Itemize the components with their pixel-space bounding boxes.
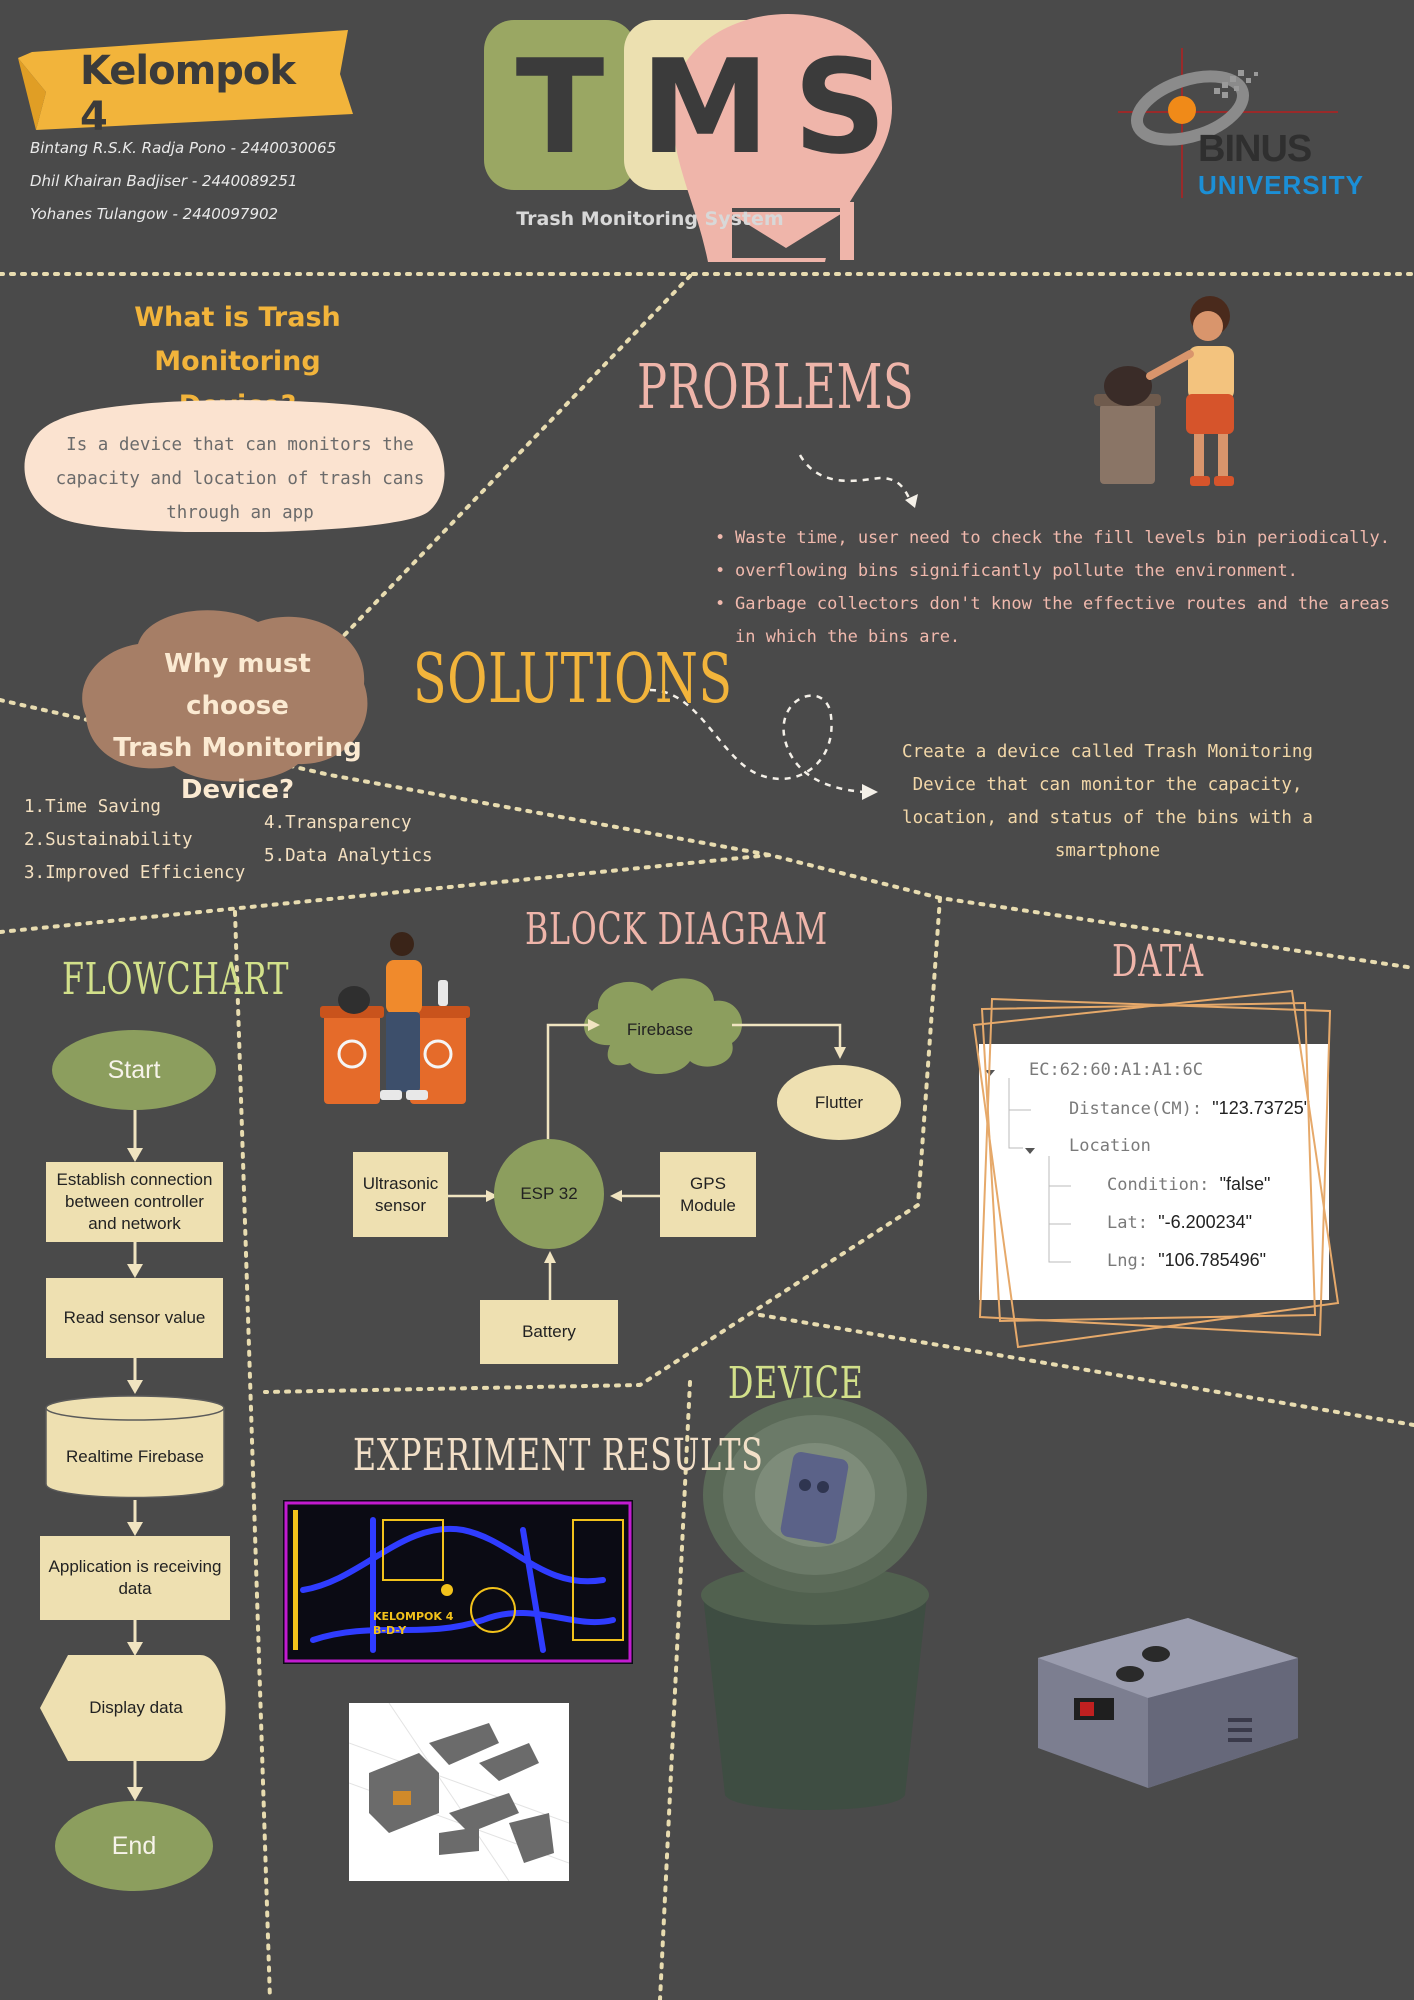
data-condition: Condition: "false" xyxy=(1107,1174,1270,1195)
member-2: Dhil Khairan Badjiser - 2440089251 xyxy=(30,172,298,190)
what-is-line1: Is a device that can monitors the xyxy=(66,435,414,455)
flowchart-step-firebase: Realtime Firebase xyxy=(66,1447,204,1466)
university-word: UNIVERSITY xyxy=(1198,170,1365,200)
what-is-title-line1: What is Trash xyxy=(134,302,341,333)
group-name: Kelompok 4 xyxy=(80,48,296,140)
what-is-body: Is a device that can monitors the capaci… xyxy=(45,428,435,530)
member-3: Yohanes Tulangow - 2440097902 xyxy=(30,205,279,223)
bd-firebase: Firebase xyxy=(626,1020,694,1039)
solutions-line4: smartphone xyxy=(1054,841,1161,861)
lat-key: Lat: xyxy=(1107,1213,1159,1233)
bd-ultrasonic: Ultrasonic sensor xyxy=(353,1152,448,1237)
data-lat: Lat: "-6.200234" xyxy=(1107,1212,1252,1233)
problems-title: PROBLEMS xyxy=(637,350,915,423)
condition-key: Condition: xyxy=(1107,1175,1220,1195)
reason-5: 5.Data Analytics xyxy=(264,846,433,866)
why-line3: Device? xyxy=(180,775,295,805)
group-banner xyxy=(18,30,353,130)
lat-value: "-6.200234" xyxy=(1158,1212,1253,1232)
flowchart-database-shape xyxy=(45,1395,225,1498)
solutions-line1: Create a device called Trash Monitoring xyxy=(902,742,1313,762)
problem-item-2: overflowing bins significantly pollute t… xyxy=(715,555,1395,588)
flowchart-step-app: Application is receiving data xyxy=(40,1536,230,1620)
lng-value: "106.785496" xyxy=(1158,1250,1267,1270)
member-list: Bintang R.S.K. Radja Pono - 2440030065 D… xyxy=(30,132,336,231)
distance-value: "123.73725" xyxy=(1212,1098,1311,1118)
what-is-line2: capacity and location of trash cans xyxy=(55,469,425,489)
experiment-title: EXPERIMENT RESULTS xyxy=(353,1430,764,1481)
data-title: DATA xyxy=(1112,936,1204,987)
why-line1: Why must choose xyxy=(164,649,311,721)
flowchart-display-shape xyxy=(40,1655,226,1761)
firebase-data-panel: EC:62:60:A1:A1:6C Distance(CM): "123.737… xyxy=(979,1044,1329,1300)
cad-parts-image xyxy=(349,1703,569,1881)
logo-letter-s: S xyxy=(793,31,887,183)
block-diagram-connectors xyxy=(448,978,846,1301)
why-reasons-col1: 1.Time Saving 2.Sustainability 3.Improve… xyxy=(24,791,245,890)
data-distance: Distance(CM): "123.73725" xyxy=(1069,1098,1310,1119)
data-lng: Lng: "106.785496" xyxy=(1107,1250,1266,1271)
what-is-line3: through an app xyxy=(166,503,314,523)
solutions-line2: Device that can monitor the capacity, xyxy=(912,775,1303,795)
logo-subtitle: Trash Monitoring System xyxy=(516,208,784,230)
reason-1: 1.Time Saving xyxy=(24,797,161,817)
flow-arrow-icon xyxy=(127,1620,143,1656)
lng-key: Lng: xyxy=(1107,1251,1159,1271)
bd-gps: GPS Module xyxy=(660,1152,756,1237)
flow-arrow-icon xyxy=(127,1500,143,1536)
flow-arrow-icon xyxy=(127,1242,143,1278)
trash-bin-device-photo xyxy=(701,1397,929,1810)
pcb-layout-image: KELOMPOK 4 B-D-Y xyxy=(283,1500,633,1664)
problem-item-3: Garbage collectors don't know the effect… xyxy=(715,588,1395,654)
logo-letter-t: T xyxy=(516,31,605,183)
data-root-key: EC:62:60:A1:A1:6C xyxy=(1029,1060,1203,1080)
what-is-cloud xyxy=(24,400,445,532)
why-reasons-col2: 4.Transparency 5.Data Analytics xyxy=(264,807,433,873)
pcb-label-line2: B-D-Y xyxy=(373,1624,407,1637)
bd-battery: Battery xyxy=(480,1300,618,1364)
kid-trash-illustration xyxy=(1094,296,1234,486)
solutions-text: Create a device called Trash Monitoring … xyxy=(890,736,1325,868)
flow-arrow-icon xyxy=(127,1110,143,1162)
why-cloud xyxy=(82,610,368,782)
pcb-label-line1: KELOMPOK 4 xyxy=(373,1610,454,1623)
flow-arrow-icon xyxy=(127,1761,143,1801)
tms-logo: T M S xyxy=(484,14,892,262)
flowchart-start: Start xyxy=(52,1030,216,1110)
member-1: Bintang R.S.K. Radja Pono - 2440030065 xyxy=(30,139,337,157)
distance-key: Distance(CM): xyxy=(1069,1099,1213,1119)
data-decorative-frames xyxy=(972,989,1340,1349)
condition-value: "false" xyxy=(1219,1174,1271,1194)
data-location-key: Location xyxy=(1069,1136,1151,1156)
block-diagram-title: BLOCK DIAGRAM xyxy=(525,904,828,955)
reason-2: 2.Sustainability xyxy=(24,830,193,850)
reason-3: 3.Improved Efficiency xyxy=(24,863,246,883)
solutions-line3: location, and status of the bins with a xyxy=(902,808,1313,828)
problem-item-1: Waste time, user need to check the fill … xyxy=(715,522,1395,555)
flowchart-end: End xyxy=(55,1801,213,1891)
logo-letter-m: M xyxy=(640,31,769,183)
bd-flutter: Flutter xyxy=(777,1065,901,1140)
flowchart-step-connect: Establish connection between controller … xyxy=(46,1162,223,1242)
flowchart-title: FLOWCHART xyxy=(62,954,290,1005)
university-name: BINUS xyxy=(1198,128,1312,170)
reason-4: 4.Transparency xyxy=(264,813,412,833)
sensor-module-photo xyxy=(1038,1618,1298,1788)
flowchart-step-read: Read sensor value xyxy=(46,1278,223,1358)
why-line2: Trash Monitoring xyxy=(113,733,362,763)
flow-arrow-icon xyxy=(127,1358,143,1394)
problems-list: Waste time, user need to check the fill … xyxy=(715,522,1395,654)
why-title: Why must choose Trash Monitoring Device? xyxy=(110,643,365,811)
bd-esp32: ESP 32 xyxy=(494,1139,604,1249)
binus-logo-mark xyxy=(1118,48,1338,198)
person-recycling-illustration xyxy=(320,932,470,1104)
flowchart-step-display: Display data xyxy=(89,1698,183,1717)
solutions-title: SOLUTIONS xyxy=(413,640,733,719)
